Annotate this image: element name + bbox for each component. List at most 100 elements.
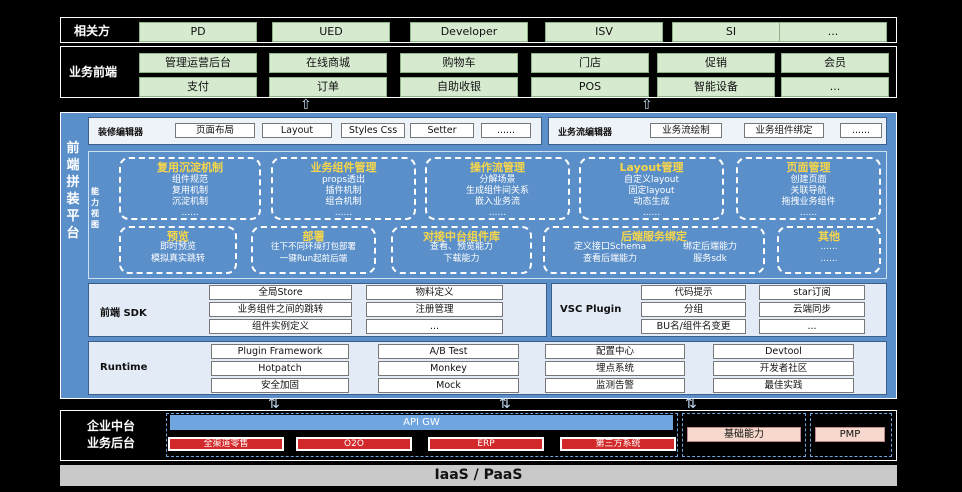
sdk-register: 注册管理	[366, 302, 503, 317]
frontend-cart: 购物车	[400, 53, 518, 73]
capability-flow-line: 嵌入业务流	[474, 197, 520, 207]
capability-layout-line: ......	[642, 208, 661, 218]
capability-reuse-line: ......	[181, 208, 199, 218]
capability-other-line: ......	[820, 242, 838, 252]
pmp-group	[810, 413, 892, 457]
sdk-instance-def: 组件实例定义	[209, 319, 352, 334]
system-third-party: 第三方系统	[560, 437, 676, 451]
decoration-editor-label: 装修编辑器	[98, 128, 144, 138]
capability-component-lib-line: 查看、预览能力	[429, 242, 493, 252]
capability-backend-binding	[543, 226, 765, 274]
frontend-pay: 支付	[139, 77, 257, 97]
arrow-updown-mid-icon: ⇅	[499, 396, 511, 412]
frontend-order: 订单	[269, 77, 387, 97]
stakeholder-ued: UED	[272, 22, 390, 42]
vsc-label: VSC Plugin	[560, 304, 622, 315]
runtime-label: Runtime	[100, 362, 148, 373]
capability-backend-binding-line: 查看后端能力	[582, 254, 637, 264]
capability-deploy	[251, 226, 376, 274]
capability-other-line: ......	[820, 254, 838, 264]
capability-view-panel	[88, 151, 887, 279]
sdk-label: 前端 SDK	[100, 308, 147, 319]
capability-page-line: ......	[799, 208, 818, 218]
capability-flow-line: 分解场景	[479, 175, 516, 185]
frontend-store: 门店	[531, 53, 649, 73]
capability-preview	[119, 226, 237, 274]
tag-decoration-more: ......	[481, 123, 531, 138]
capability-component-lib	[391, 226, 532, 274]
frontend-selfcheckout: 自助收银	[400, 77, 518, 97]
runtime-mock: Mock	[378, 378, 519, 393]
tag-styles-css: Styles Css	[341, 123, 405, 138]
capability-backend-binding-title: 后端服务绑定	[621, 230, 687, 243]
stakeholder-si: SI	[672, 22, 790, 42]
frontend-promo: 促销	[657, 53, 775, 73]
runtime-hardening: 安全加固	[211, 378, 349, 393]
tag-flow-bind: 业务组件绑定	[744, 123, 824, 138]
frontend-mall: 在线商城	[269, 53, 387, 73]
capability-other-title: 其他	[818, 230, 840, 243]
frontend-more: ...	[781, 77, 889, 97]
capability-reuse-line: 沉淀机制	[171, 197, 208, 207]
capability-flow-line: ......	[488, 208, 507, 218]
iaas-bar: IaaS / PaaS	[60, 465, 897, 486]
capability-component-line: ......	[334, 208, 353, 218]
capability-layout-line: 自定义layout	[623, 175, 680, 185]
stakeholder-developer: Developer	[410, 22, 528, 42]
platform-label: 前端拼 装平台	[66, 141, 80, 241]
tag-setter: Setter	[410, 123, 474, 138]
runtime-plugin-framework: Plugin Framework	[211, 344, 349, 359]
vsc-more: ...	[759, 319, 865, 334]
tag-page-layout: 页面布局	[175, 123, 255, 138]
runtime-monitor: 监测告警	[545, 378, 685, 393]
capability-page-title: 页面管理	[786, 161, 831, 174]
flow-editor-label: 业务流编辑器	[558, 128, 613, 138]
capability-component-lib-title: 对接中台组件库	[423, 230, 500, 243]
capability-reuse-line: 组件规范	[171, 175, 208, 185]
stakeholder-more: ...	[779, 22, 887, 42]
runtime-config-center: 配置中心	[545, 344, 685, 359]
capability-component	[271, 157, 416, 220]
sdk-more: ...	[366, 319, 503, 334]
frontend-label: 业务前端	[69, 65, 118, 79]
sdk-component-jump: 业务组件之间的跳转	[209, 302, 352, 317]
arrow-updown-right-icon: ⇅	[685, 396, 697, 412]
system-o2o: O2O	[296, 437, 412, 451]
capability-deploy-line: 一键Run起前后端	[279, 254, 348, 264]
capability-page	[736, 157, 881, 220]
capability-page-line: 拖拽业务组件	[781, 197, 836, 207]
api-gw-bar: API GW	[170, 415, 673, 430]
runtime-monkey: Monkey	[378, 361, 519, 376]
capability-flow	[425, 157, 570, 220]
capability-component-lib-line: 下载能力	[443, 254, 480, 264]
vsc-rename: BU名/组件名变更	[641, 319, 746, 334]
tag-layout: Layout	[262, 123, 332, 138]
capability-backend-binding-line: 服务sdk	[693, 254, 727, 264]
arrow-up-left-icon: ⇧	[300, 97, 312, 113]
vsc-code-hint: 代码提示	[641, 285, 746, 300]
frontend-member: 会员	[781, 53, 889, 73]
runtime-tracking: 埋点系统	[545, 361, 685, 376]
capability-reuse	[119, 157, 261, 220]
runtime-best-practice: 最佳实践	[713, 378, 854, 393]
runtime-devtool: Devtool	[713, 344, 854, 359]
system-erp: ERP	[428, 437, 544, 451]
runtime-community: 开发者社区	[713, 361, 854, 376]
stakeholders-label: 相关方	[74, 24, 111, 38]
capability-flow-title: 操作流管理	[470, 161, 525, 174]
capability-reuse-title: 复用沉淀机制	[157, 161, 223, 174]
runtime-ab-test: A/B Test	[378, 344, 519, 359]
sdk-global-store: 全局Store	[209, 285, 352, 300]
frontend-pos: POS	[531, 77, 649, 97]
capability-deploy-title: 部署	[302, 230, 325, 243]
runtime-hotpatch: Hotpatch	[211, 361, 349, 376]
capability-preview-line: 模拟真实跳转	[150, 254, 205, 264]
capability-component-line: 组合机制	[325, 197, 362, 207]
backend-label: 企业中台业务后台	[86, 419, 135, 450]
pmp-box: PMP	[815, 427, 885, 442]
capability-deploy-line: 往下不同环境打包部署	[270, 242, 356, 252]
capability-page-line: 关联导航	[790, 186, 827, 196]
capability-preview-line: 即时预览	[159, 242, 196, 252]
capability-backend-binding-line: 定义接口Schema	[573, 242, 647, 252]
tag-flow-draw: 业务流绘制	[650, 123, 722, 138]
